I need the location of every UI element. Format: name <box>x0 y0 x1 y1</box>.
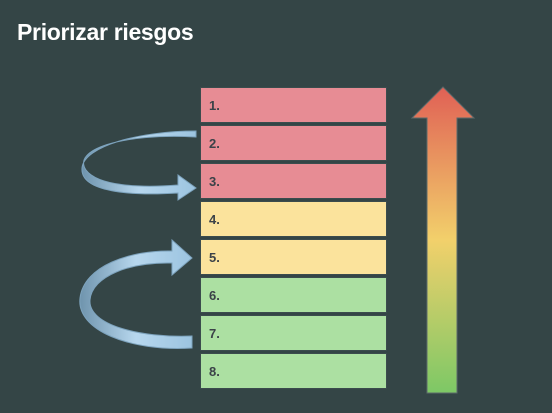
risk-item-4: 4. <box>200 201 387 237</box>
priority-up-arrow-icon <box>410 86 476 394</box>
risk-item-1: 1. <box>200 87 387 123</box>
page-title: Priorizar riesgos <box>17 19 194 45</box>
risk-item-6: 6. <box>200 277 387 313</box>
risk-item-8: 8. <box>200 353 387 389</box>
risk-item-3: 3. <box>200 163 387 199</box>
curved-arrow-2-to-3-icon <box>81 130 197 201</box>
curved-arrow-7-to-5-icon <box>79 238 193 349</box>
risk-priority-list: 1. 2. 3. 4. 5. 6. 7. 8. <box>200 87 387 391</box>
risk-item-7: 7. <box>200 315 387 351</box>
risk-item-5: 5. <box>200 239 387 275</box>
risk-item-2: 2. <box>200 125 387 161</box>
